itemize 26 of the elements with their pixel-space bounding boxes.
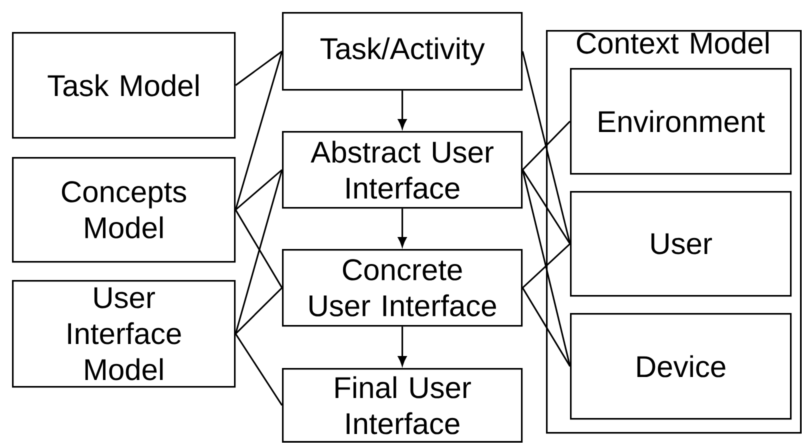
connector-line — [235, 287, 283, 334]
model-box: Environment — [570, 68, 792, 175]
model-box: Concepts Model — [12, 157, 236, 263]
connector-line — [522, 243, 571, 288]
arrow — [398, 208, 407, 247]
connector-line — [235, 50, 282, 86]
connector-line — [234, 209, 283, 288]
connector-line — [235, 169, 283, 210]
model-box: Concrete User Interface — [282, 248, 523, 327]
connector-line — [522, 169, 571, 244]
arrow — [398, 326, 407, 366]
model-box: User Interface Model — [12, 280, 236, 388]
model-box: User — [570, 191, 792, 297]
model-box: Final User Interface — [282, 368, 523, 443]
connector-line — [234, 51, 283, 210]
connector-line — [522, 287, 571, 367]
model-box: Device — [570, 313, 792, 420]
connector-line — [522, 170, 571, 366]
model-box: Task/Activity — [282, 12, 523, 91]
model-box: Task Model — [12, 32, 236, 139]
arrow — [398, 90, 407, 129]
connector-line — [522, 120, 571, 170]
model-box: Abstract User Interface — [282, 131, 523, 209]
connector-line — [234, 333, 283, 406]
connector-line — [522, 51, 571, 244]
connector-line — [234, 170, 283, 334]
